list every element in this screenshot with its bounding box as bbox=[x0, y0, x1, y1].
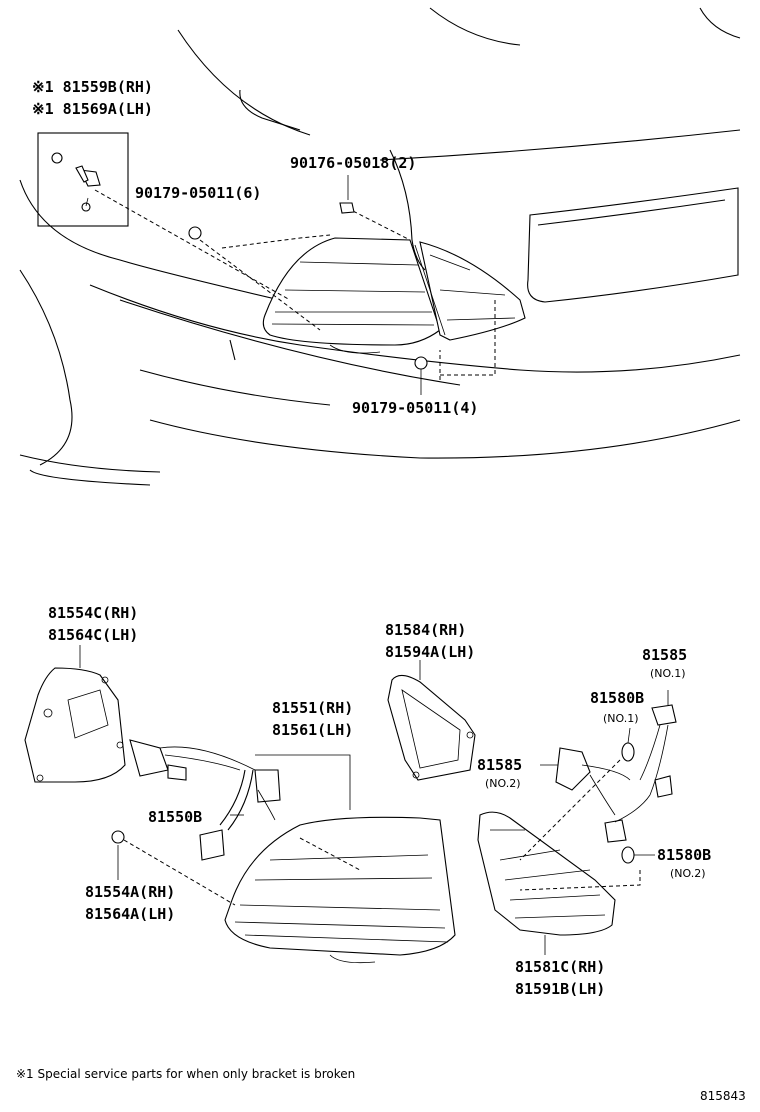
nut-bottom-icon bbox=[414, 356, 428, 370]
label-bracket-rh: ※1 81559B(RH) bbox=[32, 78, 153, 96]
label-bulb-no1-sub: (NO.1) bbox=[603, 712, 639, 725]
label-bracket-lh: ※1 81569A(LH) bbox=[32, 100, 153, 118]
gasket-81554C bbox=[24, 645, 126, 783]
inner-lamp-81581C bbox=[477, 811, 616, 955]
label-lamp-lh: 81561(LH) bbox=[272, 721, 353, 739]
lower-guide-lines bbox=[299, 759, 641, 891]
figure-id: 815843 bbox=[700, 1089, 746, 1103]
label-cushion-rh: 81554A(RH) bbox=[85, 883, 175, 901]
bulb-81580B-no1 bbox=[621, 727, 635, 762]
label-cushion-lh: 81564A(LH) bbox=[85, 905, 175, 923]
part-labels: ※1 81559B(RH) ※1 81569A(LH) 90176-05018(… bbox=[32, 78, 711, 998]
label-nut-top: 90176-05018(2) bbox=[290, 154, 416, 172]
label-socket-no2: 81585 bbox=[477, 756, 522, 774]
upper-leaders bbox=[347, 175, 422, 395]
label-nut-left: 90179-05011(6) bbox=[135, 184, 261, 202]
label-socket: 81550B bbox=[148, 808, 202, 826]
label-socket-no1: 81585 bbox=[642, 646, 687, 664]
wire-harness-81550B bbox=[129, 739, 281, 861]
nut-top-icon bbox=[339, 202, 355, 214]
tail-lamp-on-vehicle bbox=[262, 237, 526, 354]
vehicle-rear-body bbox=[19, 7, 741, 486]
label-bulb-no1: 81580B bbox=[590, 689, 644, 707]
nut-left-icon bbox=[188, 226, 202, 240]
label-lamp-rh: 81551(RH) bbox=[272, 699, 353, 717]
socket-81585-no1 bbox=[604, 690, 677, 843]
label-inner-gasket-rh: 81584(RH) bbox=[385, 621, 466, 639]
label-nut-bottom: 90179-05011(4) bbox=[352, 399, 478, 417]
label-inner-lamp-rh: 81581C(RH) bbox=[515, 958, 605, 976]
socket-81585-no2 bbox=[540, 747, 631, 816]
label-bulb-no2: 81580B bbox=[657, 846, 711, 864]
bracket-inset bbox=[37, 132, 129, 227]
label-socket-no2-sub: (NO.2) bbox=[485, 777, 521, 790]
upper-fasteners bbox=[188, 202, 428, 370]
label-socket-no1-sub: (NO.1) bbox=[650, 667, 686, 680]
bulb-81580B-no2 bbox=[621, 846, 655, 864]
label-gasket-rh: 81554C(RH) bbox=[48, 604, 138, 622]
label-gasket-lh: 81564C(LH) bbox=[48, 626, 138, 644]
footnote: ※1 Special service parts for when only b… bbox=[16, 1067, 355, 1081]
cushion-81554A bbox=[111, 830, 236, 906]
label-bulb-no2-sub: (NO.2) bbox=[670, 867, 706, 880]
label-inner-gasket-lh: 81594A(LH) bbox=[385, 643, 475, 661]
lamp-81551 bbox=[224, 754, 456, 964]
inner-gasket-81584 bbox=[387, 660, 476, 781]
label-inner-lamp-lh: 81591B(LH) bbox=[515, 980, 605, 998]
